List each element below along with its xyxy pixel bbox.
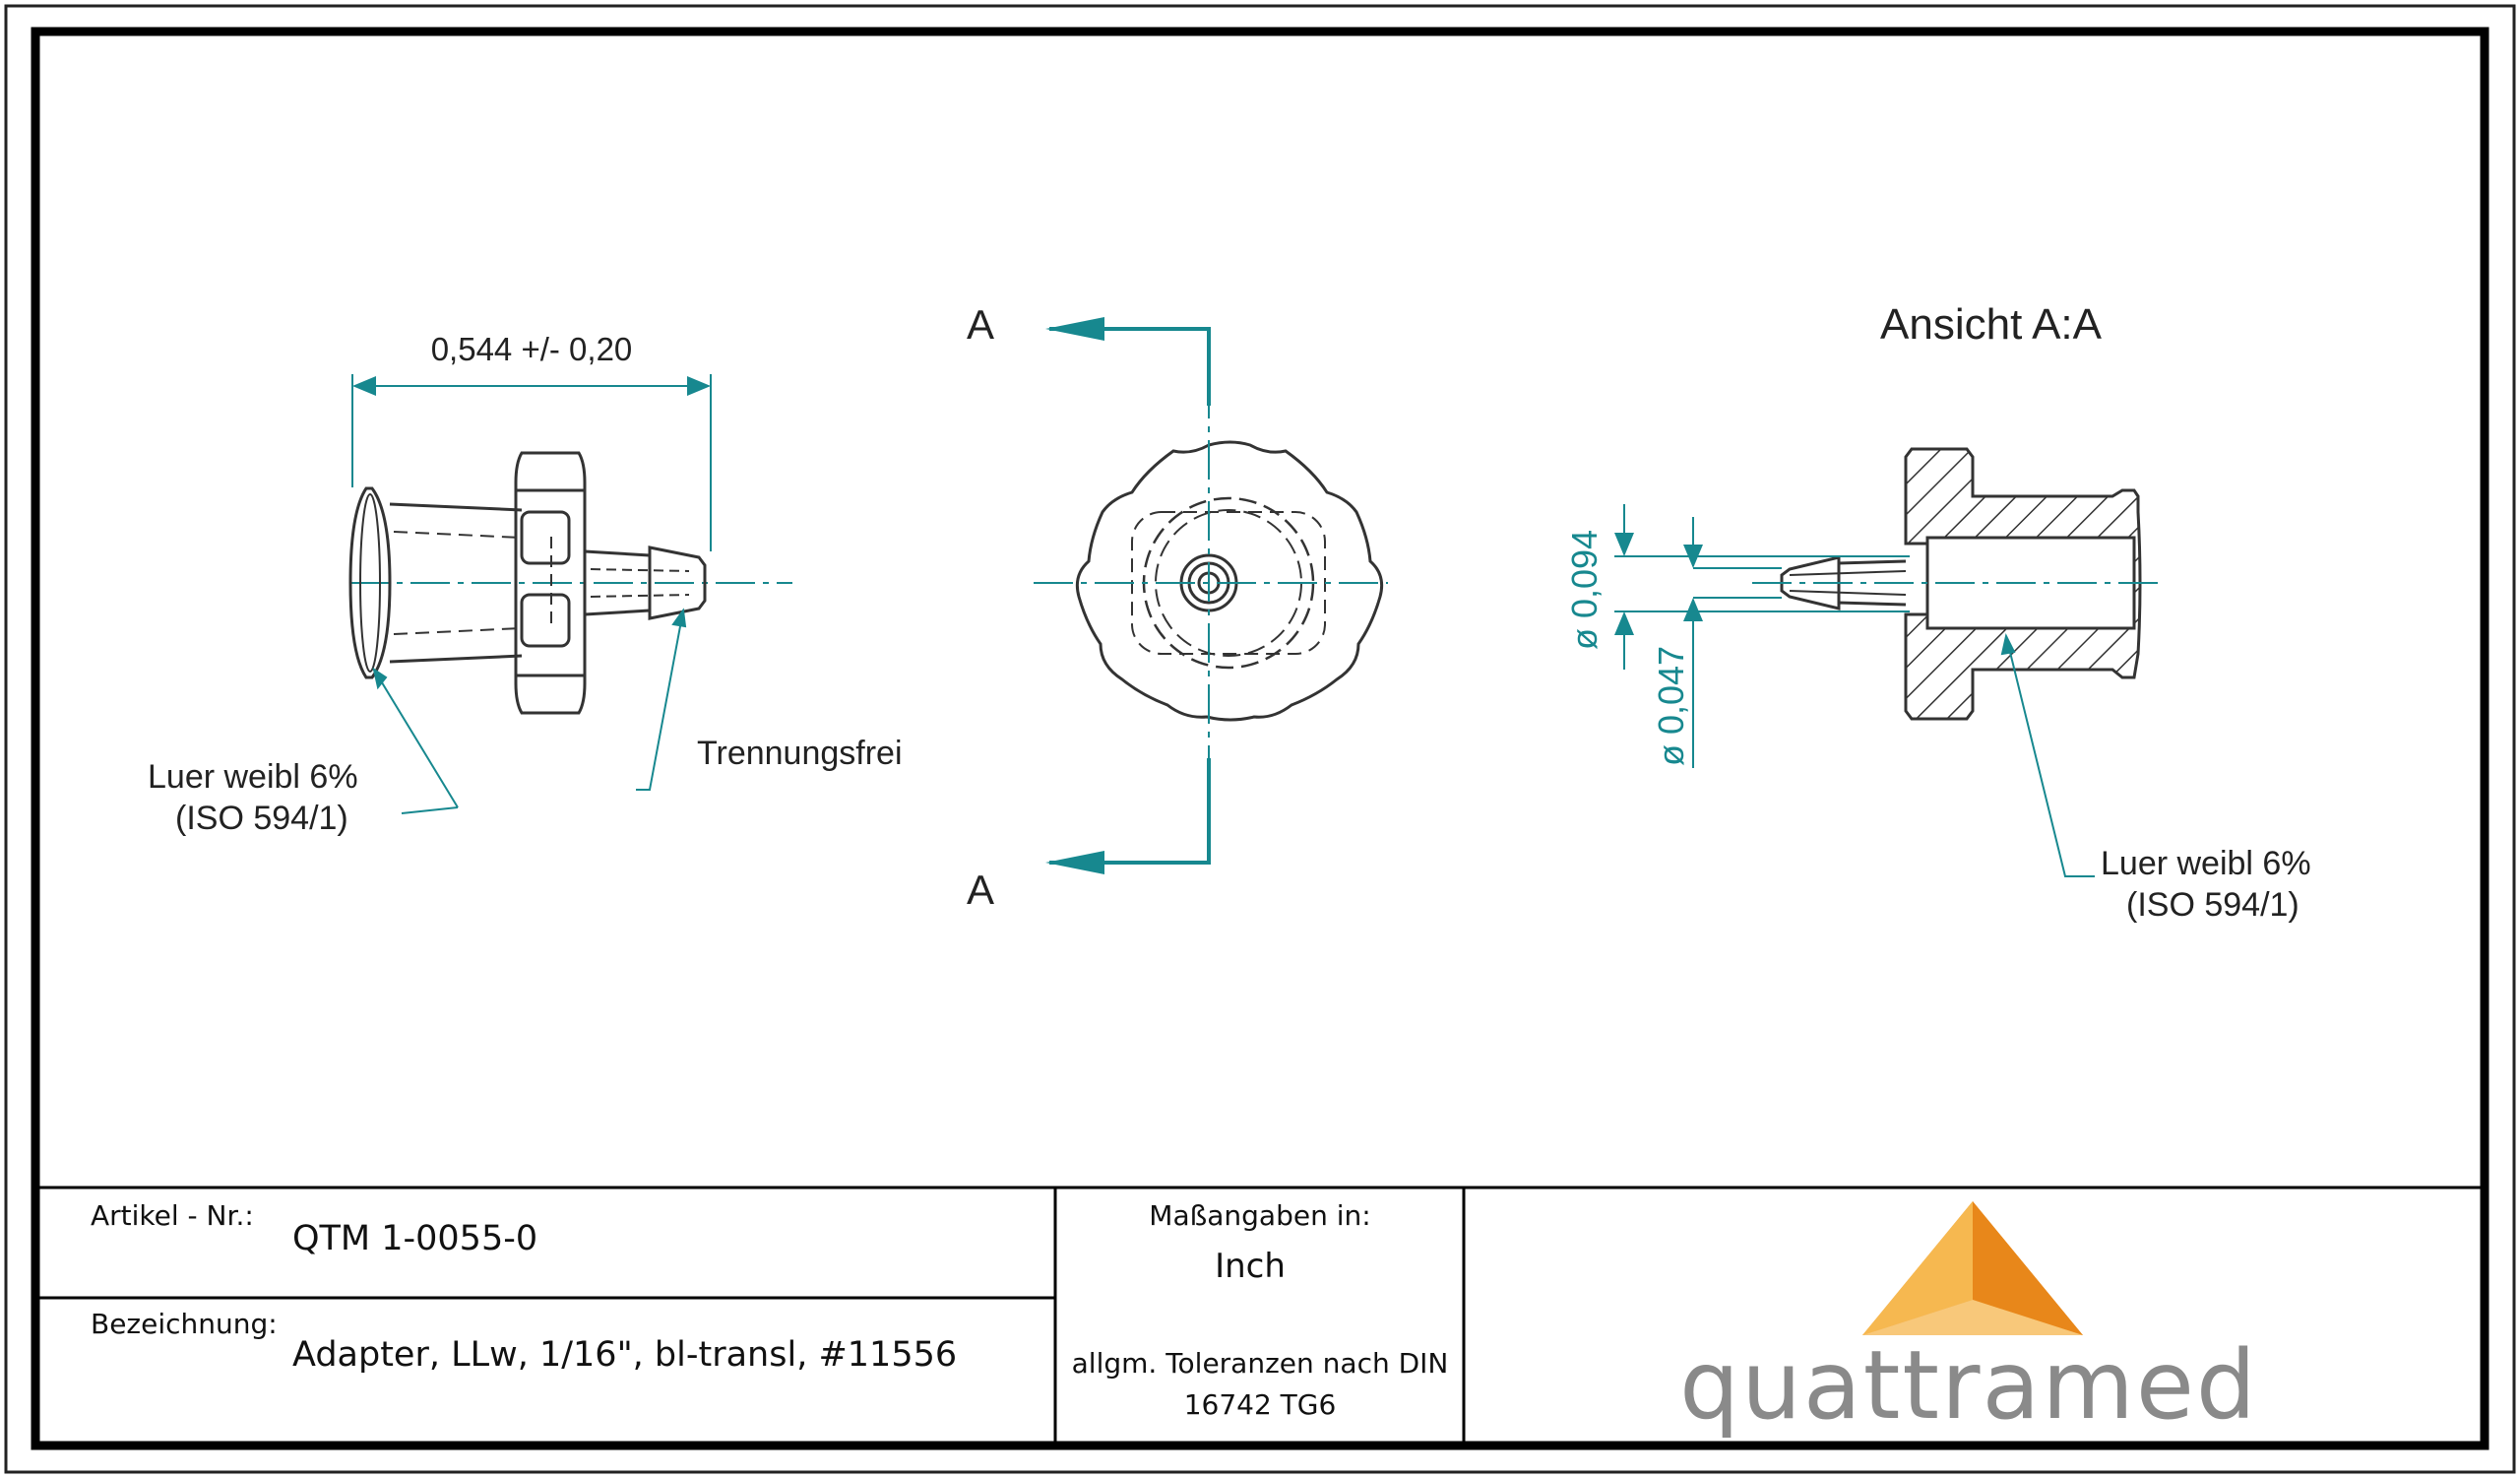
company-name: quattramed (1679, 1330, 2258, 1441)
tolerance-line1: allgm. Toleranzen nach DIN (1071, 1347, 1449, 1380)
luer-label-right-line2: (ISO 594/1) (2126, 886, 2300, 924)
article-value: QTM 1-0055-0 (292, 1219, 538, 1258)
front-view-centerlines (1034, 379, 1388, 807)
section-view-title: Ansicht A:A (1880, 300, 2103, 349)
section-marker-bottom: A (967, 867, 994, 913)
front-view (1075, 440, 1384, 722)
side-view-leaders (372, 608, 687, 814)
separation-label: Trennungsfrei (697, 735, 903, 772)
tolerance-line2: 16742 TG6 (1183, 1388, 1337, 1421)
wing-nut (514, 451, 587, 715)
outer-diameter-label: ø 0,094 (1564, 530, 1605, 650)
length-dimension (351, 374, 712, 551)
luer-label-left-line2: (ISO 594/1) (175, 800, 348, 837)
outer-border (4, 4, 2516, 1474)
luer-flange (348, 486, 392, 679)
diameter-dimensions (1614, 504, 1910, 768)
luer-label-right-line1: Luer weibl 6% (2101, 845, 2311, 882)
section-line (1045, 317, 1211, 874)
designation-value: Adapter, LLw, 1/16", bl-transl, #11556 (292, 1335, 958, 1375)
side-view (348, 451, 792, 715)
inner-border (31, 27, 2489, 1450)
designation-label: Bezeichnung: (91, 1308, 278, 1340)
inner-diameter-label: ø 0,047 (1651, 646, 1691, 766)
length-dimension-label: 0,544 +/- 0,20 (431, 331, 633, 367)
quattramed-logo: quattramed (1679, 1201, 2258, 1441)
title-block-grid (35, 1186, 2485, 1446)
article-label: Artikel - Nr.: (91, 1199, 254, 1232)
section-view-leader (2000, 633, 2095, 877)
wing-nut-outline (1075, 440, 1384, 722)
units-value: Inch (1215, 1247, 1286, 1286)
section-marker-top: A (967, 301, 994, 348)
units-label: Maßangaben in: (1149, 1199, 1371, 1232)
barb-nozzle (584, 546, 707, 620)
luer-label-left-line1: Luer weibl 6% (148, 758, 358, 796)
